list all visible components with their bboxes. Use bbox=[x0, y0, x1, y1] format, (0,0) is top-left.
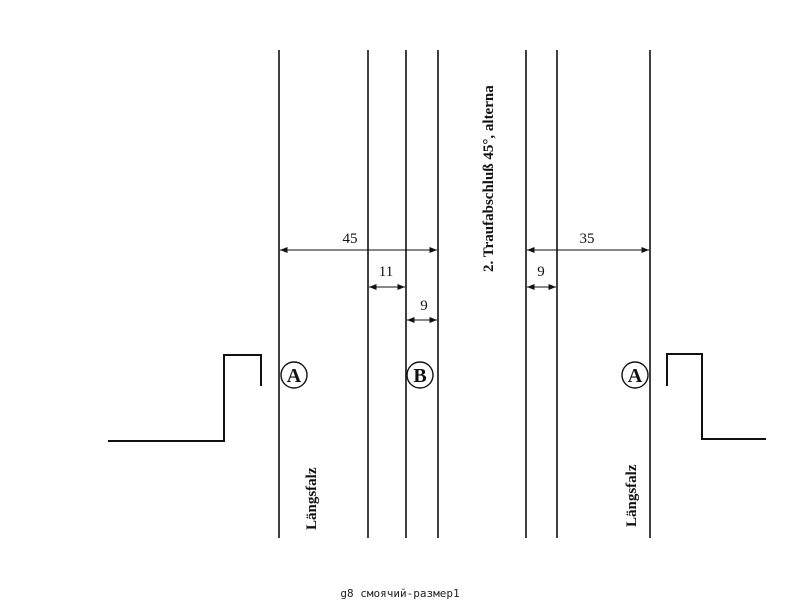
dim-text-35: 35 bbox=[580, 231, 595, 247]
step-profile-right bbox=[666, 353, 766, 440]
label-laengsfalz-right: Längsfalz bbox=[624, 464, 640, 527]
marker-a-left: A bbox=[280, 361, 308, 389]
label-laengsfalz-left: Längsfalz bbox=[304, 467, 320, 530]
marker-a-left-label: A bbox=[287, 365, 302, 387]
marker-a-right-label: A bbox=[628, 365, 643, 387]
dim-text-11: 11 bbox=[379, 264, 393, 280]
label-traufabschluss: 2. Traufabschluß 45°, alterna bbox=[481, 85, 497, 272]
marker-a-right: A bbox=[621, 361, 649, 389]
step-profile-left bbox=[108, 354, 262, 442]
marker-b-label: B bbox=[413, 365, 426, 387]
dim-text-9-right: 9 bbox=[537, 264, 545, 280]
dim-text-45: 45 bbox=[343, 231, 358, 247]
dim-text-9-left: 9 bbox=[420, 298, 428, 314]
page-caption: g8 смоячий-размер1 bbox=[340, 587, 460, 600]
marker-b: B bbox=[406, 361, 434, 389]
